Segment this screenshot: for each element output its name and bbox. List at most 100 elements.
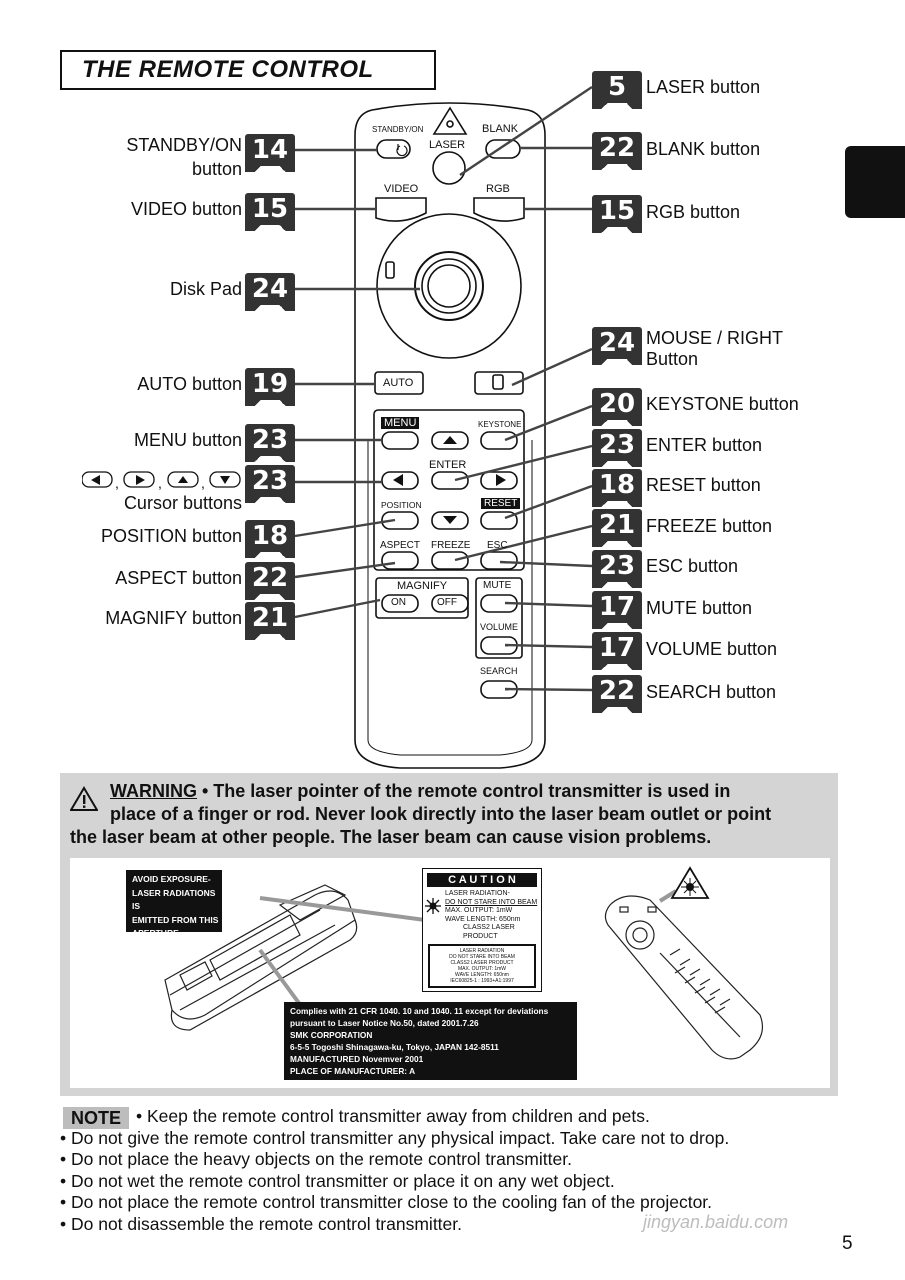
callout-magnify: MAGNIFY button [105, 608, 242, 628]
page-badge: 14 [245, 134, 295, 172]
callout-reset: RESET button [646, 475, 761, 495]
page-badge: 5 [592, 71, 642, 109]
starburst-icon [425, 898, 441, 914]
cursor-up-button [431, 431, 469, 450]
note-item: • Do not place the heavy objects on the … [60, 1149, 572, 1169]
keystone-label: KEYSTONE [478, 420, 522, 429]
cursor-down-button [431, 511, 469, 530]
page-badge: 24 [592, 327, 642, 365]
rgb-button [473, 197, 525, 222]
standby-label: STANDBY/ON [372, 125, 424, 134]
aspect-label: ASPECT [380, 540, 421, 551]
magnify-label: MAGNIFY [397, 580, 448, 592]
search-label: SEARCH [480, 666, 518, 676]
page-badge: 24 [245, 273, 295, 311]
callout-freeze: FREEZE button [646, 516, 773, 536]
callout-enter: ENTER button [646, 435, 763, 455]
svg-text:,: , [115, 475, 119, 490]
callout-esc: ESC button [646, 556, 739, 576]
remote-body-outline [354, 102, 546, 769]
volume-label: VOLUME [480, 622, 519, 632]
mouse-right-button [474, 371, 524, 395]
on-label: ON [391, 597, 406, 608]
note-item: • Do not place the remote control transm… [60, 1192, 713, 1212]
section-tab [845, 146, 905, 218]
callout-mute: MUTE button [646, 598, 753, 618]
magnify-off-button [431, 594, 469, 613]
callout-laser: LASER button [646, 77, 761, 97]
page-badge: 21 [592, 509, 642, 547]
svg-text:,: , [201, 475, 205, 490]
callout-keystone: KEYSTONE button [646, 394, 799, 414]
position-button [381, 511, 419, 530]
watermark: jingyan.baidu.com [643, 1212, 789, 1232]
page-badge: 23 [245, 424, 295, 462]
callout-cursor: Cursor buttons [123, 493, 242, 513]
video-button [375, 197, 427, 222]
freeze-label: FREEZE [431, 540, 471, 551]
blank-label: BLANK [482, 123, 519, 135]
position-label: POSITION [381, 500, 422, 510]
page-badge: 20 [592, 388, 642, 426]
page-badge: 23 [592, 429, 642, 467]
note-item: • Do not disassemble the remote control … [60, 1213, 462, 1234]
callout-auto: AUTO button [137, 374, 242, 394]
freeze-button [431, 551, 469, 570]
enter-button [431, 471, 469, 490]
cursor-icons: ,,, [81, 470, 242, 491]
note-item: • Do not give the remote control transmi… [60, 1127, 730, 1148]
page-badge: 15 [245, 193, 295, 231]
remote-back-drawing [164, 884, 358, 1031]
page-badge: 15 [592, 195, 642, 233]
page-badge: 23 [245, 465, 295, 503]
menu-label: MENU [381, 417, 420, 429]
callout-rgb: RGB button [646, 202, 741, 222]
callout-video: VIDEO button [130, 199, 242, 219]
laser-button [432, 151, 466, 185]
page-badge: 23 [592, 550, 642, 588]
svg-text:,: , [158, 475, 162, 490]
page-badge: 22 [245, 562, 295, 600]
warning-icon [70, 786, 98, 811]
page-badge: 19 [245, 368, 295, 406]
page-badge: 22 [592, 675, 642, 713]
callout-position: POSITION button [100, 526, 242, 546]
laser-label: LASER [429, 139, 466, 151]
callout-search: SEARCH button [646, 682, 777, 702]
page-badge: 17 [592, 591, 642, 629]
compliance-label: Complies with 21 CFR 1040. 10 and 1040. … [284, 1002, 577, 1080]
note-label: NOTE [63, 1107, 129, 1129]
note-item: • Keep the remote control transmitter aw… [136, 1106, 650, 1126]
warning-text: WARNING • The laser pointer of the remot… [70, 781, 772, 847]
page-badge: 18 [592, 469, 642, 507]
off-label: OFF [437, 597, 457, 608]
caution-label: C A U T I O N LASER RADIATION- DO NOT ST… [422, 868, 542, 992]
note-list: • Keep the remote control transmitter aw… [60, 1106, 729, 1235]
video-label: VIDEO [384, 183, 419, 195]
page-badge: 22 [592, 132, 642, 170]
page-badge: 17 [592, 632, 642, 670]
callout-blank: BLANK button [646, 139, 761, 159]
auto-label: AUTO [383, 377, 414, 389]
callout-aspect: ASPECT button [115, 568, 242, 588]
aspect-button [381, 551, 419, 570]
callout-disk-pad: Disk Pad [169, 279, 242, 299]
callout-menu: MENU button [133, 430, 242, 450]
mute-label: MUTE [483, 580, 512, 591]
magnify-on-button [381, 594, 419, 613]
page-badge: 18 [245, 520, 295, 558]
cursor-right-button [480, 471, 518, 490]
laser-icon [432, 106, 468, 135]
keystone-button [480, 431, 518, 450]
esc-button [480, 551, 518, 570]
callout-volume: VOLUME button [646, 639, 778, 659]
cursor-left-button [381, 471, 419, 490]
rgb-label: RGB [486, 183, 510, 195]
remote-front-drawing [604, 866, 763, 1060]
page-badge: 21 [245, 602, 295, 640]
remote-control-figure [294, 86, 593, 769]
menu-button [381, 431, 419, 450]
